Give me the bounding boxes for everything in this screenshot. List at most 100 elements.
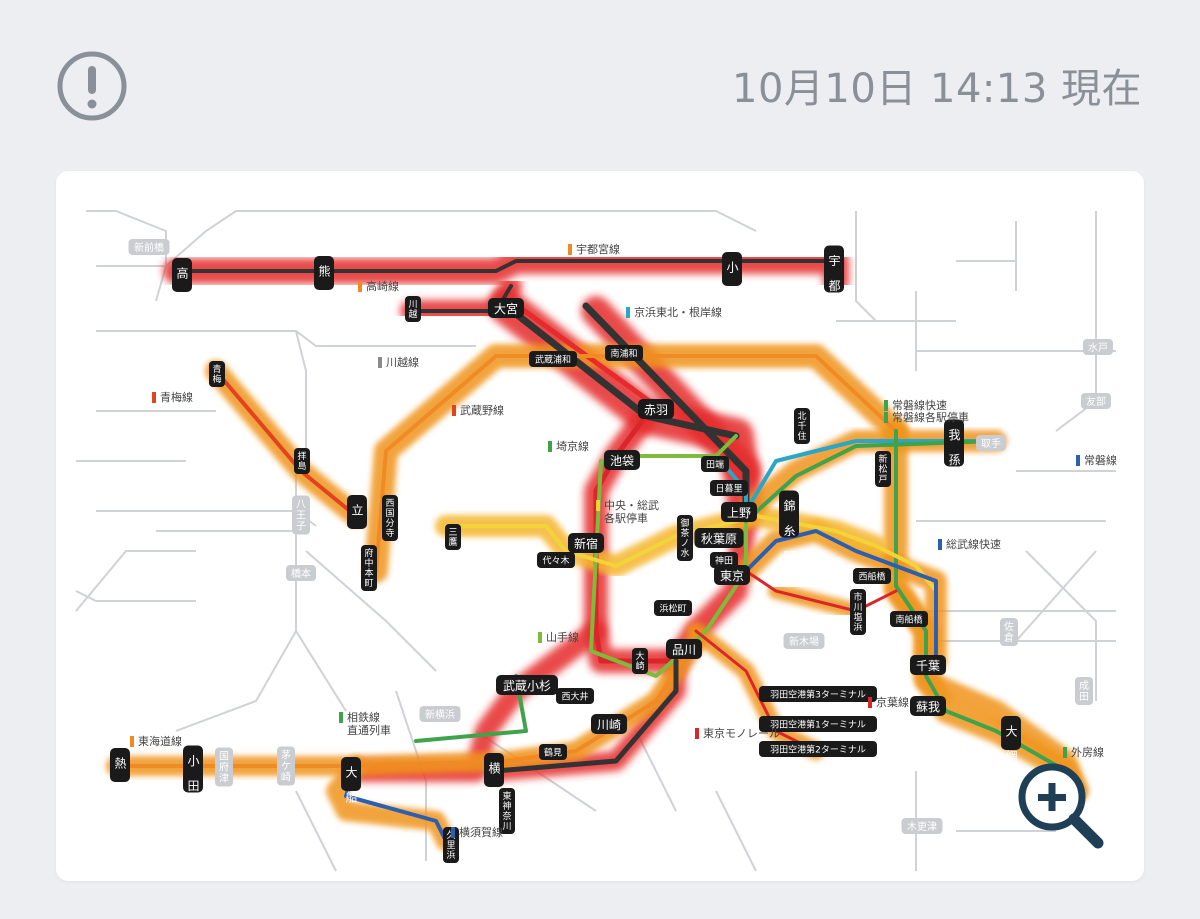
alert-icon[interactable] [56,50,128,122]
svg-text:茅ケ崎: 茅ケ崎 [281,750,291,784]
station-musashikosugi: 武蔵小杉 [496,675,558,695]
svg-text:東神奈川: 東神奈川 [502,790,511,832]
svg-text:代々木: 代々木 [542,555,569,567]
svg-text:小田原: 小田原 [186,754,200,816]
train-status-map[interactable]: 高崎熊谷小山宇都宮大宮川越赤羽池袋上野新宿東京品川秋葉原錦糸町我孫子千葉蘇我大網… [56,171,1144,881]
svg-text:田端: 田端 [706,459,724,471]
svg-text:新横浜: 新横浜 [425,708,455,721]
svg-text:東京: 東京 [720,569,744,583]
svg-text:上野: 上野 [727,506,751,520]
svg-text:大宮: 大宮 [494,301,518,316]
svg-text:秋葉原: 秋葉原 [701,532,737,546]
svg-text:新前橋: 新前橋 [134,241,164,254]
station-odawara: 小田原 [183,745,203,817]
station-ikebukuro: 池袋 [604,450,640,470]
svg-text:水戸: 水戸 [1088,342,1108,354]
station-omiya: 大宮 [488,298,524,318]
svg-text:羽田空港第1ターミナル: 羽田空港第1ターミナル [770,719,866,731]
svg-text:佐倉: 佐倉 [1004,621,1014,644]
station-osaki: 大崎 [632,648,648,674]
svg-text:青梅線: 青梅線 [160,390,193,404]
line-label: 東京モノレール [695,726,780,740]
station-hachioji: 八王子 [292,495,310,535]
station-abiko: 我孫子 [944,419,964,491]
svg-text:立川: 立川 [350,503,364,541]
svg-text:友部: 友部 [1086,395,1106,408]
station-toride: 取手 [976,435,1006,451]
svg-text:直通列車: 直通列車 [347,723,391,737]
station-tsurumi: 鶴見 [539,744,567,760]
svg-text:三鷹: 三鷹 [448,528,457,548]
station-shinagawa: 品川 [666,639,702,659]
joban-local [744,439,998,523]
station-takasaki: 高崎 [172,258,192,304]
background-line [96,330,476,347]
station-haneda2: 羽田空港第2ターミナル [759,741,877,757]
station-akabane: 赤羽 [638,399,674,419]
station-shinmaebashi: 新前橋 [128,239,170,255]
station-kitasenju: 北千住 [794,408,810,444]
station-yokohama: 横浜 [484,753,504,799]
line-label: 埼京線 [548,439,589,453]
station-ueno: 上野 [721,502,757,522]
svg-text:高崎線: 高崎線 [366,279,399,293]
zoom-in-icon [1018,763,1104,849]
station-chigasaki: 茅ケ崎 [277,746,295,786]
svg-text:北千住: 北千住 [797,411,806,442]
svg-text:鶴見: 鶴見 [544,747,562,759]
line-label: 高崎線 [358,279,399,293]
svg-text:京葉線: 京葉線 [876,695,909,709]
keiyo-line [744,569,898,613]
route-map: 高崎熊谷小山宇都宮大宮川越赤羽池袋上野新宿東京品川秋葉原錦糸町我孫子千葉蘇我大網… [75,210,1117,872]
station-nishifunabashi: 西船橋 [853,568,891,584]
station-hashimoto: 橋本 [286,565,316,581]
station-utsunomiya: 宇都宮 [824,245,844,317]
line-label: 青梅線 [152,390,193,404]
svg-text:常磐線快速: 常磐線快速 [892,398,947,412]
svg-text:中央・総武: 中央・総武 [604,498,659,512]
background-line [75,590,196,602]
svg-text:錦糸町: 錦糸町 [782,498,796,561]
svg-text:熊谷: 熊谷 [317,264,331,303]
station-hamamatsucho: 浜松町 [654,600,692,616]
svg-text:熱海: 熱海 [113,757,127,794]
station-akihabara: 秋葉原 [694,528,744,548]
station-tokyo: 東京 [714,565,750,585]
station-yoyogi: 代々木 [537,552,575,568]
station-nishioi: 西大井 [556,688,594,704]
station-oyama: 小山 [722,252,742,298]
line-label: 東海道線 [130,734,182,748]
svg-text:相鉄線: 相鉄線 [347,710,380,724]
station-ochanomizu: 御茶ノ水 [677,515,693,561]
station-minamiurawa: 南浦和 [605,345,643,361]
svg-text:新松戸: 新松戸 [878,453,887,485]
zoom-in-button[interactable] [1014,759,1110,855]
svg-text:横須賀線: 横須賀線 [459,825,503,839]
background-line [75,550,196,612]
tokaido-main [493,658,679,774]
musashino-line [374,354,898,573]
station-mitaka: 三鷹 [445,524,461,550]
station-kinshicho: 錦糸町 [779,490,799,562]
line-label: 京浜東北・根岸線 [626,305,722,319]
svg-text:蘇我: 蘇我 [916,700,940,714]
station-fuchuhommachi: 府中本町 [361,545,377,591]
svg-text:山手線: 山手線 [546,630,579,644]
svg-text:御茶ノ水: 御茶ノ水 [680,517,689,559]
svg-text:武蔵小杉: 武蔵小杉 [503,679,551,693]
line-label: 武蔵野線 [452,403,504,417]
svg-text:川越: 川越 [408,300,417,320]
station-oami: 大網 [1001,716,1021,763]
station-narita: 成田 [1075,677,1093,705]
station-kozu: 国府津 [215,747,233,787]
svg-text:池袋: 池袋 [610,454,634,468]
svg-text:浜松町: 浜松町 [659,603,686,615]
station-kawagoe: 川越 [405,296,421,322]
svg-text:府中本町: 府中本町 [364,547,373,589]
svg-text:神田: 神田 [715,555,733,567]
station-kisarazu: 木更津 [901,818,943,834]
background-line [96,210,757,267]
svg-text:東京モノレール: 東京モノレール [703,726,780,740]
station-tachikawa: 立川 [347,495,367,541]
